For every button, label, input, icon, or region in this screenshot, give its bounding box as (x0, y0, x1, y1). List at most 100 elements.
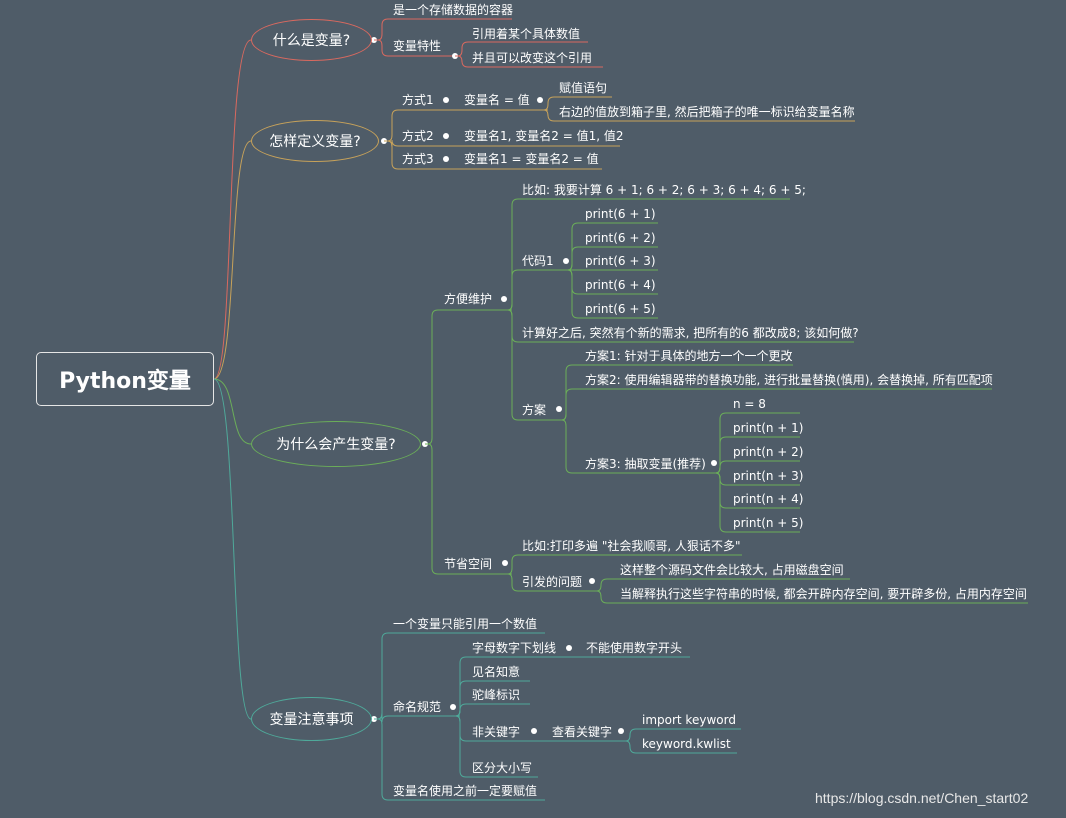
connector (387, 109, 548, 142)
b3-code1-line2[interactable]: print(6 + 2) (585, 231, 656, 245)
b2-method2-syntax[interactable]: 变量名1, 变量名2 = 值1, 值2 (464, 129, 624, 143)
b4-rule-meaningful[interactable]: 见名知意 (472, 665, 521, 679)
b3-problem-disk[interactable]: 这样整个源码文件会比较大, 占用磁盘空间 (620, 563, 844, 577)
b3-solution2[interactable]: 方案2: 使用编辑器带的替换功能, 进行批量替换(慎用), 会替换掉, 所有匹配… (585, 373, 993, 387)
node-dot (443, 133, 449, 139)
b3-new-requirement[interactable]: 计算好之后, 突然有个新的需求, 把所有的6 都改成8; 该如何做? (522, 326, 859, 340)
connector (377, 718, 545, 801)
root-to-b4 (213, 378, 252, 720)
connector (455, 715, 538, 778)
b3-code2-line4[interactable]: print(n + 3) (733, 469, 804, 483)
connector (507, 269, 570, 311)
b3-example[interactable]: 比如: 我要计算 6 + 1; 6 + 2; 6 + 3; 6 + 4; 6 +… (522, 183, 806, 197)
b2-method2[interactable]: 方式2 (402, 129, 434, 143)
branch-notes[interactable]: 变量注意事项 (251, 697, 372, 741)
node-dot (450, 704, 456, 710)
connector (377, 39, 455, 57)
b3-problems[interactable]: 引发的问题 (522, 575, 583, 589)
connector (427, 309, 512, 445)
b2-method3[interactable]: 方式3 (402, 152, 434, 166)
b3-code1-line5[interactable]: print(6 + 5) (585, 302, 656, 316)
b3-code1-line3[interactable]: print(6 + 3) (585, 254, 656, 268)
node-dot (563, 258, 569, 264)
node-dot (501, 296, 507, 302)
b4-view-keywords[interactable]: 查看关键字 (552, 725, 613, 739)
b3-code2-line5[interactable]: print(n + 4) (733, 492, 804, 506)
b4-rule-chars[interactable]: 字母数字下划线 (472, 641, 557, 655)
node-dot (711, 460, 717, 466)
connector (596, 578, 850, 592)
b3-solution1[interactable]: 方案1: 针对于具体的地方一个一个更改 (585, 349, 793, 363)
root-to-b2 (213, 140, 252, 380)
connector (561, 388, 992, 421)
connector (561, 419, 712, 474)
b4-rule-no-digit-start[interactable]: 不能使用数字开头 (586, 641, 683, 655)
root-to-b3 (213, 378, 252, 445)
b2-method1-explain[interactable]: 右边的值放到箱子里, 然后把箱子的唯一标识给变量名称 (559, 105, 855, 119)
connector (507, 573, 598, 592)
connector (387, 140, 602, 170)
connector (715, 460, 800, 474)
b1-item-container[interactable]: 是一个存储数据的容器 (393, 3, 514, 17)
branch-why-variables[interactable]: 为什么会产生变量? (251, 421, 421, 467)
b4-assign-before-use[interactable]: 变量名使用之前一定要赋值 (393, 784, 538, 798)
b3-code1-line1[interactable]: print(6 + 1) (585, 207, 656, 221)
node-dot (443, 156, 449, 162)
b4-naming[interactable]: 命名规范 (393, 700, 442, 714)
b3-print-example[interactable]: 比如:打印多遍 "社会我顺哥, 人狠话不多" (522, 539, 741, 553)
b4-kwlist[interactable]: keyword.kwlist (642, 737, 731, 751)
b1-item-changeable[interactable]: 并且可以改变这个引用 (472, 51, 593, 65)
watermark: https://blog.csdn.net/Chen_start02 (815, 790, 1029, 806)
b4-import-keyword[interactable]: import keyword (642, 713, 736, 727)
b3-problem-memory[interactable]: 当解释执行这些字符串的时候, 都会开辟内存空间, 要开辟多份, 占用内存空间 (620, 587, 1027, 601)
b4-rule-camel[interactable]: 驼峰标识 (472, 688, 521, 702)
b2-method1[interactable]: 方式1 (402, 93, 434, 107)
node-dot (443, 97, 449, 103)
b1-item-reference[interactable]: 引用着某个具体数值 (472, 27, 581, 41)
connector (507, 554, 742, 575)
branch-how-to-define[interactable]: 怎样定义变量? (251, 120, 379, 162)
connector (427, 443, 512, 575)
connector (567, 269, 658, 319)
node-dot (618, 728, 624, 734)
connector (455, 703, 530, 717)
b4-one-value[interactable]: 一个变量只能引用一个数值 (393, 617, 538, 631)
connector (377, 18, 512, 41)
connector (625, 728, 741, 742)
connector (596, 590, 1028, 604)
branch-what-is-variable[interactable]: 什么是变量? (251, 19, 372, 61)
connector (567, 246, 658, 271)
connector (543, 109, 855, 122)
b3-maintenance[interactable]: 方便维护 (444, 292, 493, 306)
node-dot (589, 578, 595, 584)
node-dot (556, 406, 562, 412)
b3-save-space[interactable]: 节省空间 (444, 557, 493, 571)
connector (715, 472, 800, 533)
b3-solution3[interactable]: 方案3: 抽取变量(推荐) (585, 457, 706, 471)
node-dot (502, 560, 508, 566)
b2-method1-syntax[interactable]: 变量名 = 值 (464, 93, 530, 107)
b3-code2-line1[interactable]: n = 8 (733, 397, 766, 411)
b2-method1-assign[interactable]: 赋值语句 (559, 81, 608, 95)
connector (457, 55, 603, 68)
node-dot (531, 728, 537, 734)
b1-item-properties[interactable]: 变量特性 (393, 39, 442, 53)
b3-code2-line6[interactable]: print(n + 5) (733, 516, 804, 530)
connector (625, 740, 737, 754)
connector (507, 309, 560, 421)
root-to-b1 (213, 39, 252, 380)
connector (543, 96, 612, 111)
b3-code1-line4[interactable]: print(6 + 4) (585, 278, 656, 292)
b3-solutions[interactable]: 方案 (522, 403, 547, 417)
b4-rule-case[interactable]: 区分大小写 (472, 761, 533, 775)
b3-code2-line3[interactable]: print(n + 2) (733, 445, 804, 459)
b4-rule-non-keyword[interactable]: 非关键字 (472, 725, 521, 739)
connector (457, 41, 588, 57)
root-node[interactable]: Python变量 (36, 352, 214, 406)
node-dot (537, 97, 543, 103)
b3-code2-line2[interactable]: print(n + 1) (733, 421, 804, 435)
node-dot (566, 645, 572, 651)
b2-method3-syntax[interactable]: 变量名1 = 变量名2 = 值 (464, 152, 599, 166)
b3-code1[interactable]: 代码1 (522, 254, 554, 268)
